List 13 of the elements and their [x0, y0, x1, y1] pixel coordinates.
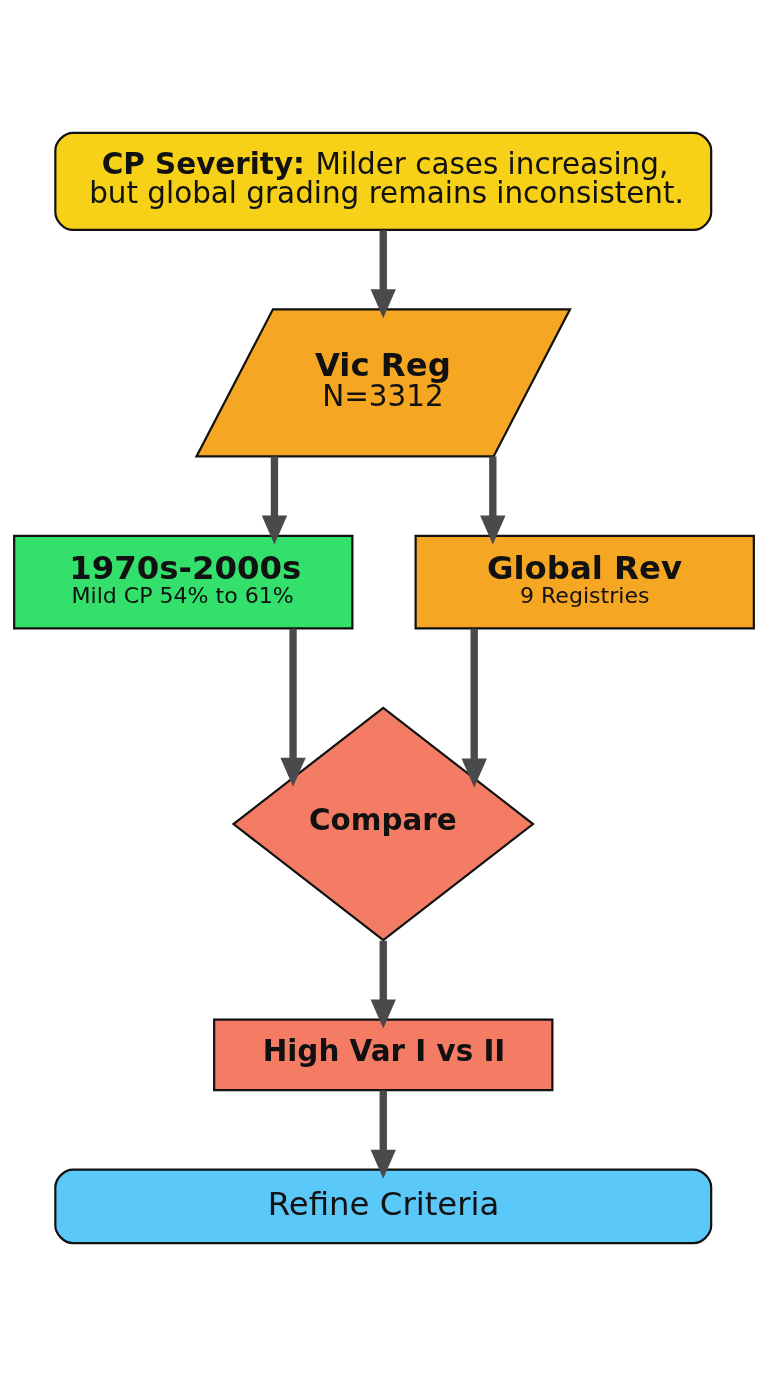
node-box: Global Rev 9 Registries — [414, 534, 755, 630]
node-box: High Var I vs II — [213, 1018, 554, 1092]
arrow — [261, 456, 288, 545]
arrow — [480, 456, 506, 545]
arrow — [370, 940, 396, 1029]
arrow — [370, 230, 396, 319]
node-box: Refine Criteria — [54, 1168, 713, 1245]
node-box: CP Severity: Milder cases increasing, but global grading remains inconsistent. — [54, 131, 713, 232]
node-diamond: Compare — [231, 706, 535, 942]
arrow — [280, 628, 306, 787]
arrow — [370, 1090, 396, 1179]
node-box: 1970s-2000s Mild CP 54% to 61% — [13, 534, 354, 630]
arrow — [461, 628, 487, 788]
